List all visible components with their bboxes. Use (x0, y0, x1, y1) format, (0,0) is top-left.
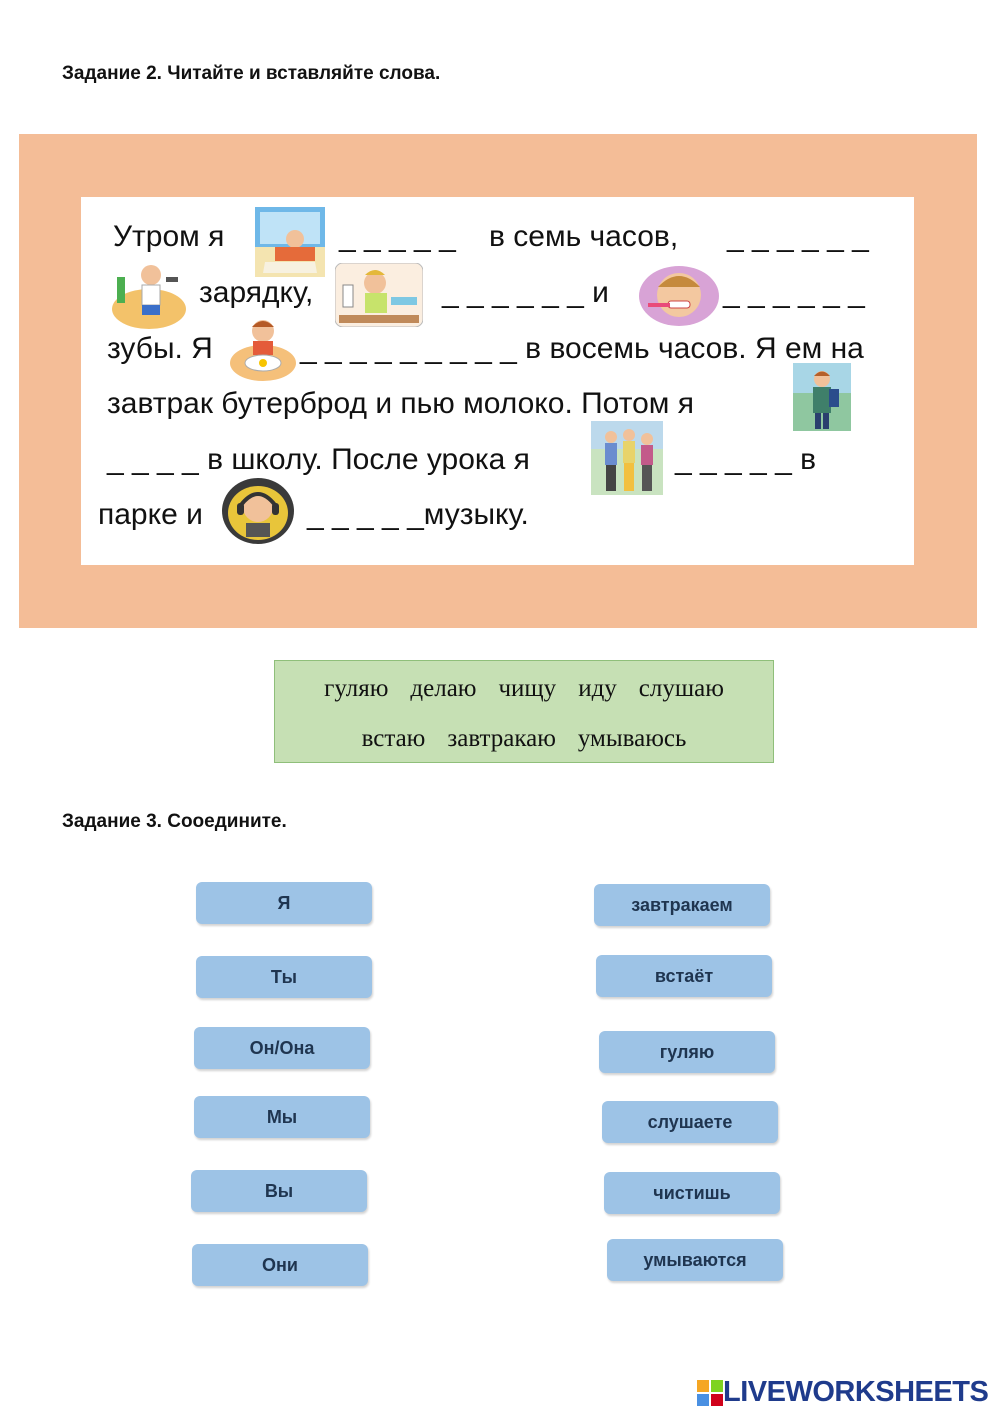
word-option[interactable]: встаю (361, 725, 426, 752)
text-line-2-a: зарядку, (199, 276, 314, 309)
word-bank: гуляю делаю чищу иду слушаю встаю завтра… (274, 660, 774, 763)
walking-friends-illustration (591, 421, 663, 495)
match-right-card[interactable]: гуляю (599, 1031, 775, 1073)
text-line-4-a: завтрак бутерброд и пью молоко. Потом я (107, 387, 694, 420)
text-line-1-a: Утром я (113, 220, 225, 253)
task3-heading: Задание 3. Сооедините. (62, 811, 287, 832)
match-left-card[interactable]: Ты (196, 956, 372, 998)
match-right-card[interactable]: слушаете (602, 1101, 778, 1143)
liveworksheets-logo-icon (697, 1379, 723, 1406)
match-left-card[interactable]: Я (196, 882, 372, 924)
word-option[interactable]: делаю (410, 675, 477, 702)
word-option[interactable]: умываюсь (577, 725, 687, 752)
word-option[interactable]: чищу (498, 675, 557, 702)
match-left-card[interactable]: Мы (194, 1096, 370, 1138)
exercise-illustration (111, 259, 187, 329)
waking-up-illustration (255, 207, 325, 277)
blank-line-2-2[interactable]: _ _ _ _ _ _ (723, 276, 865, 309)
liveworksheets-logo: LIVEWORKSHEETS (697, 1376, 989, 1409)
blank-line-2-1[interactable]: _ _ _ _ _ _ и (442, 276, 609, 309)
match-left-card[interactable]: Он/Она (194, 1027, 370, 1069)
washing-illustration (335, 263, 423, 327)
blank-line-1-1[interactable]: _ _ _ _ _ (339, 220, 456, 253)
listening-music-illustration (221, 477, 295, 545)
word-option[interactable]: завтракаю (447, 725, 556, 752)
word-option[interactable]: иду (578, 675, 617, 702)
blank-line-1-2[interactable]: _ _ _ _ _ _ (727, 220, 869, 253)
task2-heading: Задание 2. Читайте и вставляйте слова. (62, 63, 441, 84)
match-right-card[interactable]: встаёт (596, 955, 772, 997)
text-line-5-b: _ _ _ _ _ в (675, 443, 817, 476)
text-line-3-a: зубы. Я (107, 332, 213, 365)
exercise-text-box: Утром я _ _ _ _ _ в семь часов, _ _ _ _ … (81, 197, 914, 565)
logo-text: LIVEWORKSHEETS (723, 1376, 989, 1408)
word-option[interactable]: слушаю (638, 675, 724, 702)
text-line-3-b: _ _ _ _ _ _ _ _ _ в восемь часов. Я ем н… (300, 332, 864, 365)
match-right-card[interactable]: завтракаем (594, 884, 770, 926)
text-line-5-a: _ _ _ _ в школу. После урока я (107, 443, 530, 476)
text-line-1-c: в семь часов, (489, 220, 679, 253)
text-line-6-a: парке и (98, 498, 203, 531)
match-left-card[interactable]: Вы (191, 1170, 367, 1212)
match-right-card[interactable]: умываются (607, 1239, 783, 1281)
breakfast-illustration (229, 317, 297, 383)
brushing-teeth-illustration (638, 265, 720, 327)
word-option[interactable]: гуляю (324, 675, 389, 702)
boy-backpack-illustration (793, 363, 851, 431)
text-line-6-b: _ _ _ _ _музыку. (307, 498, 529, 531)
match-left-card[interactable]: Они (192, 1244, 368, 1286)
match-right-card[interactable]: чистишь (604, 1172, 780, 1214)
